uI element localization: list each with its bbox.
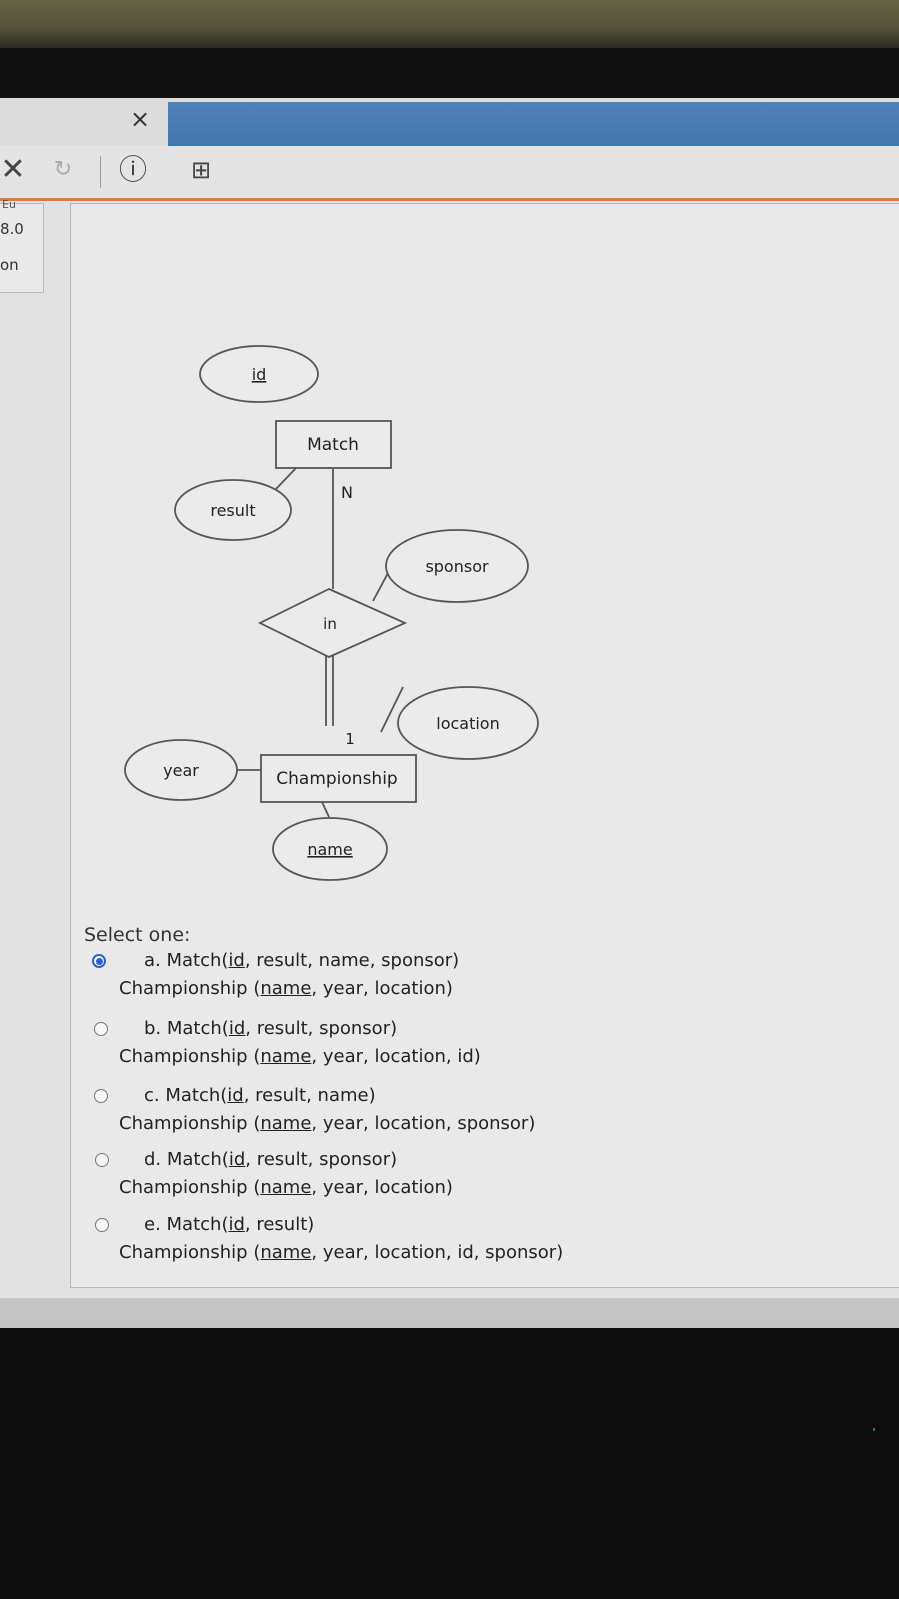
answer-option-c[interactable]: c. Match(id, result, name) Championship … <box>94 1081 739 1137</box>
relationship-in-shape <box>257 588 408 658</box>
side-panel-label: on <box>0 256 19 274</box>
info-icon[interactable]: ⓘ <box>118 153 147 186</box>
attribute-id-label: id <box>252 365 267 384</box>
option-b-line-2: Championship (name, year, location, id) <box>119 1046 481 1067</box>
attribute-id-shape <box>199 345 319 403</box>
entity-championship-shape <box>260 754 417 803</box>
entity-match-label: Match <box>307 435 359 455</box>
select-one-label: Select one: <box>84 924 191 946</box>
browser-toolbar: ✕ ↻ ⓘ ⊞ <box>0 146 899 201</box>
save-page-icon[interactable]: ⊞ <box>190 156 212 184</box>
attribute-result-label: result <box>210 501 255 520</box>
option-a-line-1: a. Match(id, result, name, sponsor) <box>144 950 460 971</box>
attribute-sponsor-label: sponsor <box>425 557 489 576</box>
radio-option-a[interactable] <box>92 954 106 968</box>
radio-option-b[interactable] <box>94 1022 108 1036</box>
monitor-bottom-bezel <box>0 1328 899 1599</box>
option-b-line-1: b. Match(id, result, sponsor) <box>144 1018 398 1039</box>
entity-championship-label: Championship <box>276 769 397 789</box>
attribute-location-shape <box>397 686 539 760</box>
attribute-year-label: year <box>163 761 199 780</box>
reload-icon[interactable]: ↻ <box>53 157 73 182</box>
answer-option-d[interactable]: d. Match(id, result, sponsor) Championsh… <box>95 1145 739 1201</box>
side-panel-label-top: Eu <box>2 198 16 211</box>
answer-option-a[interactable]: a. Match(id, result, name, sponsor) Cham… <box>92 946 739 1002</box>
question-content: id Match N result sponsor in location 1 … <box>70 203 899 1288</box>
radio-option-e[interactable] <box>95 1218 109 1232</box>
screen-bottom-strip <box>0 1298 899 1328</box>
cardinality-n-label: N <box>341 483 353 502</box>
option-c-line-1: c. Match(id, result, name) <box>144 1085 376 1106</box>
option-d-line-2: Championship (name, year, location) <box>119 1177 453 1198</box>
attribute-location-label: location <box>436 714 499 733</box>
entity-match-shape <box>275 420 392 469</box>
cardinality-1-label: 1 <box>345 730 355 748</box>
attribute-sponsor-shape <box>385 529 529 603</box>
radio-option-d[interactable] <box>95 1153 109 1167</box>
attribute-result-shape <box>174 479 292 541</box>
browser-screen: × ✕ ↻ ⓘ ⊞ Eu 8.0 on id Match N <box>0 98 899 1328</box>
answer-option-b[interactable]: b. Match(id, result, sponsor) Championsh… <box>94 1014 739 1070</box>
monitor-bezel-strip <box>0 48 899 98</box>
option-e-line-2: Championship (name, year, location, id, … <box>119 1242 564 1263</box>
attribute-year-shape <box>124 739 238 801</box>
relationship-in-label: in <box>323 615 337 633</box>
quiz-side-panel: Eu 8.0 on <box>0 198 44 293</box>
option-a-line-2: Championship (name, year, location) <box>119 978 453 999</box>
radio-option-c[interactable] <box>94 1089 108 1103</box>
tab-close-icon[interactable]: × <box>129 105 151 133</box>
power-led <box>873 1428 875 1431</box>
side-panel-mark: 8.0 <box>0 220 24 238</box>
attribute-name-label: name <box>307 840 352 859</box>
close-icon[interactable]: ✕ <box>0 152 26 187</box>
toolbar-separator <box>100 156 101 188</box>
option-d-line-1: d. Match(id, result, sponsor) <box>144 1149 398 1170</box>
er-diagram: id Match N result sponsor in location 1 … <box>124 345 539 881</box>
option-e-line-1: e. Match(id, result) <box>144 1214 315 1235</box>
answer-option-e[interactable]: e. Match(id, result) Championship (name,… <box>95 1210 739 1266</box>
monitor-top-bezel <box>0 0 899 48</box>
option-c-line-2: Championship (name, year, location, spon… <box>119 1113 536 1134</box>
attribute-name-shape <box>272 817 388 881</box>
